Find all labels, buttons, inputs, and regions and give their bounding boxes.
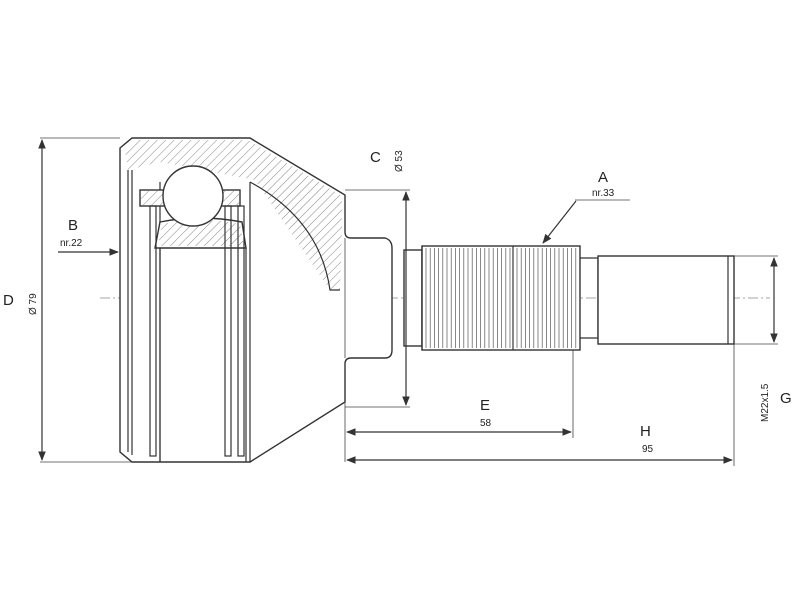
dimension-g [734, 255, 778, 345]
label-c-letter: C [370, 149, 381, 166]
label-e-letter: E [480, 397, 490, 414]
label-b-value: nr.22 [60, 238, 83, 249]
label-h-letter: H [640, 423, 651, 440]
ball [162, 165, 224, 227]
label-b-letter: B [68, 217, 78, 234]
dimension-a [542, 199, 630, 244]
label-h-value: 95 [642, 444, 654, 455]
label-a-value: nr.33 [592, 188, 615, 199]
label-g-letter: G [780, 390, 792, 407]
dimension-c [345, 189, 410, 408]
splined-shaft [403, 245, 599, 351]
label-c-value: Ø 53 [394, 150, 405, 172]
threaded-end [597, 255, 735, 345]
dimension-e [344, 350, 574, 462]
dimension-d [38, 137, 132, 463]
label-d-letter: D [3, 292, 14, 309]
label-d-value: Ø 79 [28, 293, 39, 315]
dimension-h [346, 344, 735, 466]
label-g-value: M22x1.5 [760, 383, 771, 422]
outer-housing [119, 137, 393, 463]
label-a-letter: A [598, 169, 608, 186]
label-e-value: 58 [480, 418, 492, 429]
